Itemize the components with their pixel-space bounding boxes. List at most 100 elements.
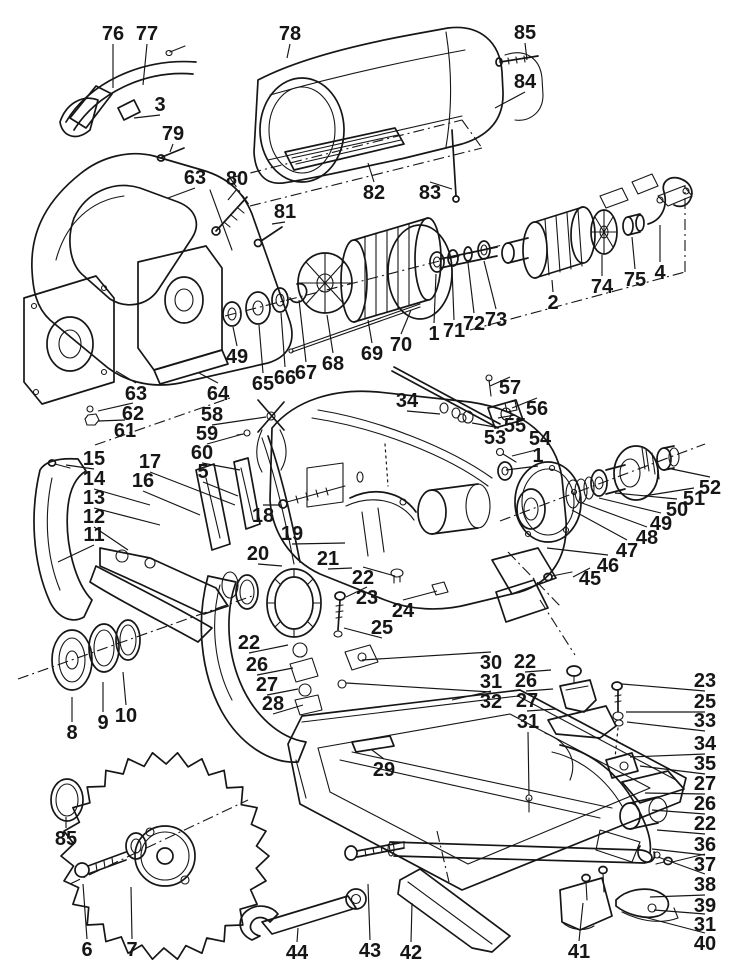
part-label-65: 65: [252, 373, 274, 395]
leader-line: [400, 309, 412, 335]
part-label-27: 27: [256, 674, 278, 696]
part-label-35: 35: [694, 753, 716, 775]
leader-line: [367, 162, 375, 183]
part-label-71: 71: [443, 320, 465, 342]
part-label-15: 15: [83, 448, 105, 470]
part-label-6: 6: [81, 939, 92, 961]
part-label-22: 22: [352, 567, 374, 589]
part-label-31: 31: [517, 711, 539, 733]
leader-line: [142, 490, 201, 516]
leader-line: [256, 667, 294, 676]
leader-line: [511, 397, 538, 409]
part-label-48: 48: [636, 527, 658, 549]
part-label-16: 16: [132, 470, 154, 492]
part-label-36: 36: [694, 834, 716, 856]
part-label-39: 39: [694, 895, 716, 917]
part-label-62: 62: [122, 403, 144, 425]
part-label-31: 31: [694, 914, 716, 936]
leader-line: [497, 414, 516, 419]
part-label-22: 22: [694, 813, 716, 835]
leader-line: [578, 902, 584, 942]
leader-line: [296, 927, 299, 943]
leader-line: [298, 299, 307, 363]
leader-line: [345, 586, 368, 598]
part-label-24: 24: [392, 600, 415, 622]
part-label-21: 21: [317, 548, 339, 570]
leader-line: [57, 544, 95, 563]
part-label-74: 74: [591, 276, 614, 298]
part-label-1: 1: [532, 445, 543, 467]
leader-line: [511, 448, 541, 457]
field-case: [23, 275, 115, 426]
part-label-31: 31: [480, 671, 502, 693]
leader-line: [248, 644, 289, 654]
leader-line: [82, 883, 88, 940]
part-label-45: 45: [579, 568, 601, 590]
part-label-53: 53: [484, 427, 506, 449]
part-label-49: 49: [650, 513, 672, 535]
leader-line: [546, 547, 609, 556]
part-label-22: 22: [514, 651, 536, 673]
leader-line: [666, 467, 711, 478]
part-label-46: 46: [597, 555, 619, 577]
part-label-51: 51: [683, 488, 705, 510]
part-label-81: 81: [274, 201, 296, 223]
part-label-1: 1: [428, 323, 439, 345]
rotor-parts-row: [222, 217, 498, 354]
leader-line: [198, 372, 219, 384]
part-label-68: 68: [322, 353, 344, 375]
part-label-22: 22: [238, 632, 260, 654]
part-label-43: 43: [359, 940, 381, 962]
leader-line: [626, 721, 706, 732]
part-label-26: 26: [694, 793, 716, 815]
part-label-25: 25: [371, 617, 393, 639]
leader-line: [142, 43, 148, 86]
leader-line: [653, 909, 706, 915]
part-label-85: 85: [514, 22, 536, 44]
leader-line: [93, 507, 161, 526]
leader-line: [471, 422, 496, 428]
part-label-50: 50: [666, 499, 688, 521]
leader-line: [551, 279, 554, 293]
part-label-67: 67: [295, 362, 317, 384]
rip-fence: [387, 841, 653, 953]
part-label-61: 61: [114, 420, 136, 442]
part-label-49: 49: [226, 346, 248, 368]
upper-blade-guard: [269, 366, 567, 623]
part-label-30: 30: [480, 652, 502, 674]
lever-plate-parts: [33, 457, 261, 643]
part-label-28: 28: [262, 693, 284, 715]
part-label-80: 80: [226, 168, 248, 190]
leader-line: [524, 669, 552, 673]
leader-line: [202, 481, 239, 497]
part-label-82: 82: [363, 182, 385, 204]
part-label-79: 79: [162, 123, 184, 145]
part-label-34: 34: [694, 733, 717, 755]
leader-line: [410, 902, 413, 943]
leader-line: [327, 567, 353, 570]
leader-line: [361, 651, 492, 661]
leader-line: [149, 471, 236, 506]
part-label-3: 3: [154, 94, 165, 116]
leader-line: [644, 792, 706, 795]
wrench-and-screw: [239, 841, 405, 941]
leader-line: [280, 312, 286, 368]
part-label-63: 63: [184, 167, 206, 189]
part-label-2: 2: [547, 292, 558, 314]
part-label-8: 8: [66, 722, 77, 744]
part-label-27: 27: [516, 690, 538, 712]
part-label-83: 83: [419, 182, 441, 204]
part-label-41: 41: [568, 941, 590, 963]
part-label-26: 26: [515, 670, 537, 692]
leader-line: [505, 465, 539, 471]
leader-line: [598, 497, 662, 514]
part-label-29: 29: [373, 759, 395, 781]
part-label-52: 52: [699, 477, 721, 499]
saw-blade-assembly: [60, 751, 270, 961]
leader-line: [494, 91, 526, 109]
leader-line: [406, 410, 441, 415]
part-label-18: 18: [252, 505, 274, 527]
leader-line: [527, 731, 530, 796]
part-label-84: 84: [514, 71, 537, 93]
leader-line: [258, 324, 264, 374]
